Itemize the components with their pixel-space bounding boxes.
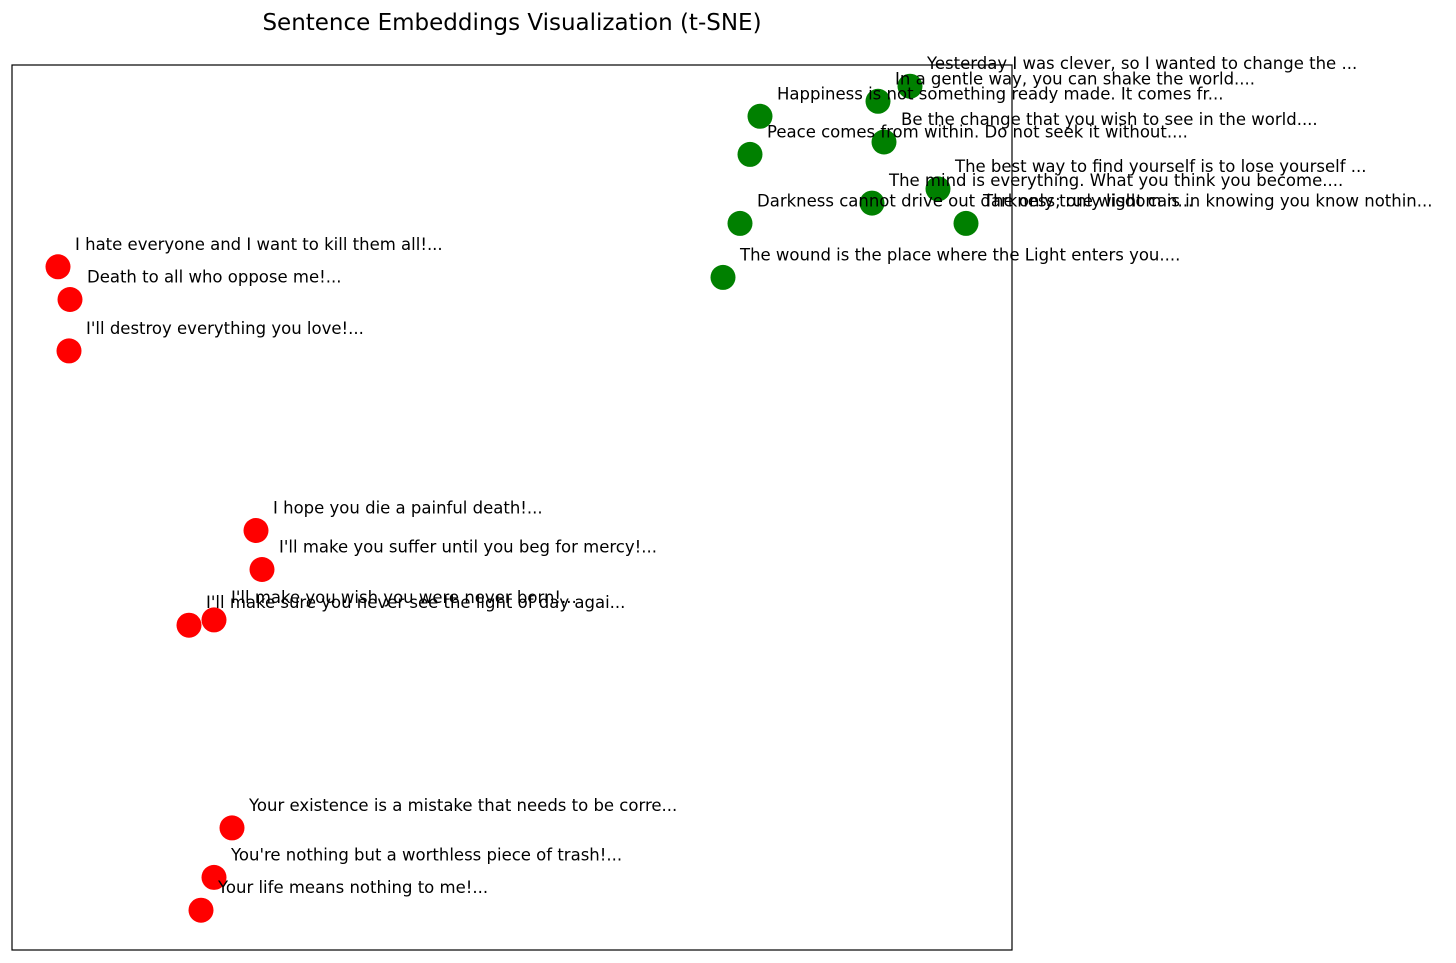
point-label-13: Yesterday I was clever, so I wanted to c… <box>926 54 1357 73</box>
point-label-14: Be the change that you wish to see in th… <box>901 110 1318 129</box>
scatter-point-positive-17 <box>859 190 885 216</box>
scatter-point-positive-16 <box>925 176 951 202</box>
scatter-point-positive-15 <box>737 141 763 167</box>
scatter-point-toxic-3 <box>56 338 82 364</box>
scatter-point-positive-14 <box>871 129 897 155</box>
scatter-point-positive-18 <box>727 210 753 236</box>
scatter-point-toxic-9 <box>201 864 227 890</box>
point-label-20: The wound is the place where the Light e… <box>739 245 1180 264</box>
scatter-point-toxic-10 <box>188 897 214 923</box>
point-label-10: Your life means nothing to me!... <box>217 878 488 897</box>
point-label-8: Your existence is a mistake that needs t… <box>248 796 677 815</box>
scatter-point-toxic-2 <box>57 287 83 312</box>
point-label-4: I hope you die a painful death!... <box>273 499 543 518</box>
scatter-point-positive-19 <box>953 210 979 236</box>
scatter-point-toxic-8 <box>219 815 245 841</box>
scatter-point-positive-20 <box>710 264 736 290</box>
scatter-point-toxic-4 <box>243 518 269 543</box>
point-label-5: I'll make you suffer until you beg for m… <box>279 538 657 557</box>
scatter-point-toxic-7 <box>201 607 227 633</box>
scatter-point-toxic-1 <box>45 254 71 280</box>
point-label-1: I hate everyone and I want to kill them … <box>75 235 443 254</box>
scatter-point-toxic-6 <box>176 612 202 638</box>
point-label-9: You're nothing but a worthless piece of … <box>230 845 622 864</box>
scatter-point-positive-12 <box>865 88 891 114</box>
chart-title: Sentence Embeddings Visualization (t-SNE… <box>262 10 761 36</box>
point-label-12: In a gentle way, you can shake the world… <box>895 69 1255 88</box>
point-label-15: Peace comes from within. Do not seek it … <box>767 122 1188 141</box>
point-label-17: The mind is everything. What you think y… <box>888 171 1343 190</box>
plot-area-frame <box>11 64 1013 951</box>
point-label-16: The best way to find yourself is to lose… <box>954 157 1366 176</box>
point-label-2: Death to all who oppose me!... <box>87 268 341 287</box>
point-label-7: I'll make you wish you were never born!.… <box>231 588 577 607</box>
scatter-point-toxic-5 <box>249 557 275 582</box>
point-label-18: Darkness cannot drive out darkness; only… <box>757 191 1193 210</box>
point-label-11: Happiness is not something ready made. I… <box>777 84 1223 103</box>
point-label-19: The only true wisdom is in knowing you k… <box>982 191 1433 210</box>
point-label-3: I'll destroy everything you love!... <box>86 319 364 338</box>
points-layer <box>45 73 979 923</box>
labels-layer: I hate everyone and I want to kill them … <box>75 54 1433 897</box>
scatter-point-positive-13 <box>897 73 923 99</box>
point-label-6: I'll make sure you never see the light o… <box>206 593 625 612</box>
scatter-point-positive-11 <box>747 103 773 129</box>
